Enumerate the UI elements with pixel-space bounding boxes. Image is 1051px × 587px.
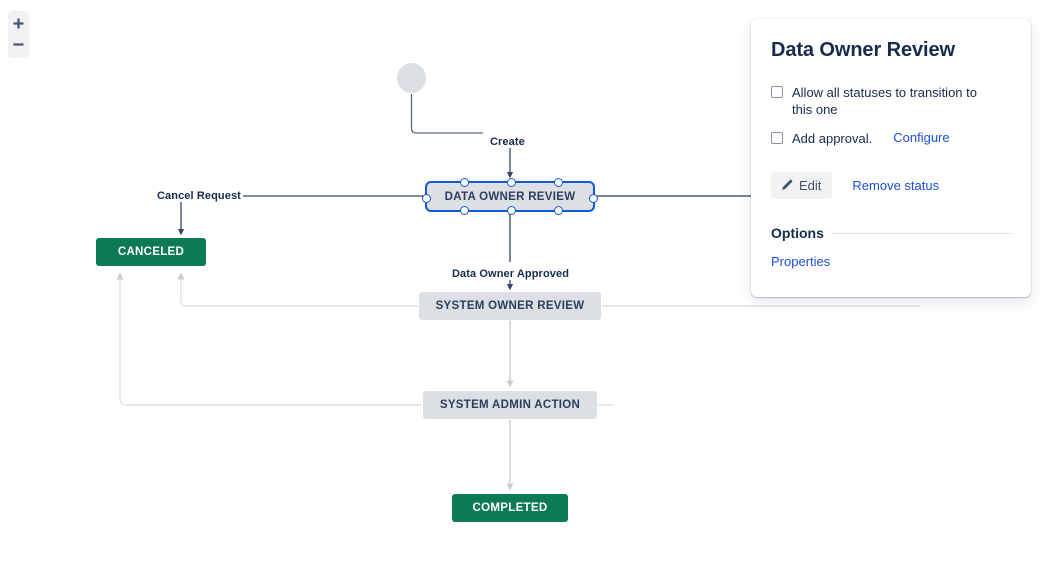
edge-saa-to-canceled xyxy=(116,272,422,406)
edge-label-cancel-request: Cancel Request xyxy=(156,190,242,202)
status-node-label: CANCELED xyxy=(117,246,185,258)
resize-handle-ne[interactable] xyxy=(554,178,563,187)
checkbox-add-approval-label: Add approval. xyxy=(792,131,873,146)
resize-handle-s[interactable] xyxy=(507,206,516,215)
edge-start-to-create xyxy=(410,94,483,134)
status-node-label: SYSTEM OWNER REVIEW xyxy=(435,300,585,312)
status-node-completed[interactable]: COMPLETED xyxy=(452,494,568,522)
remove-status-link[interactable]: Remove status xyxy=(852,178,940,193)
resize-handle-e[interactable] xyxy=(589,194,598,203)
resize-handle-w[interactable] xyxy=(422,194,431,203)
resize-handle-nw[interactable] xyxy=(460,178,469,187)
status-node-system-admin-action[interactable]: SYSTEM ADMIN ACTION xyxy=(423,391,597,419)
zoom-in-button[interactable] xyxy=(8,13,29,34)
status-node-data-owner-review[interactable]: DATA OWNER REVIEW xyxy=(422,178,598,215)
status-detail-panel: Data Owner Review Allow all statuses to … xyxy=(751,19,1031,297)
options-section-header: Options xyxy=(771,225,1011,241)
panel-title: Data Owner Review xyxy=(771,39,955,61)
checkbox-row-all-statuses[interactable]: Allow all statuses to transition to this… xyxy=(771,84,1011,118)
resize-handle-se[interactable] xyxy=(554,206,563,215)
configure-link[interactable]: Configure xyxy=(893,130,950,145)
zoom-controls xyxy=(8,11,29,58)
status-node-canceled[interactable]: CANCELED xyxy=(96,238,206,266)
checkbox-row-approval[interactable]: Add approval. Configure xyxy=(771,130,1011,147)
edge-label-data-owner-approved: Data Owner Approved xyxy=(451,268,571,280)
status-node-label: SYSTEM ADMIN ACTION xyxy=(439,399,581,411)
edit-button-label: Edit xyxy=(799,178,822,193)
plus-icon xyxy=(13,18,24,29)
status-node-label: COMPLETED xyxy=(472,502,548,514)
edge-label-create: Create xyxy=(489,136,526,148)
start-node[interactable] xyxy=(397,63,426,93)
pencil-icon xyxy=(782,179,793,190)
edit-button[interactable]: Edit xyxy=(771,172,833,199)
checkbox-all-statuses[interactable] xyxy=(771,86,783,98)
checkbox-add-approval[interactable] xyxy=(771,132,783,144)
checkbox-all-statuses-label: Allow all statuses to transition to this… xyxy=(792,85,977,117)
properties-link[interactable]: Properties xyxy=(771,254,831,269)
resize-handle-sw[interactable] xyxy=(460,206,469,215)
edge-sor-to-canceled xyxy=(177,272,418,307)
status-node-system-owner-review[interactable]: SYSTEM OWNER REVIEW xyxy=(419,292,601,320)
panel-actions: Edit Remove status xyxy=(771,172,1011,199)
options-heading: Options xyxy=(771,225,824,241)
resize-handle-n[interactable] xyxy=(507,178,516,187)
status-node-label: DATA OWNER REVIEW xyxy=(444,190,576,203)
zoom-out-button[interactable] xyxy=(8,34,29,55)
minus-icon xyxy=(13,43,24,46)
options-divider xyxy=(831,232,1011,234)
